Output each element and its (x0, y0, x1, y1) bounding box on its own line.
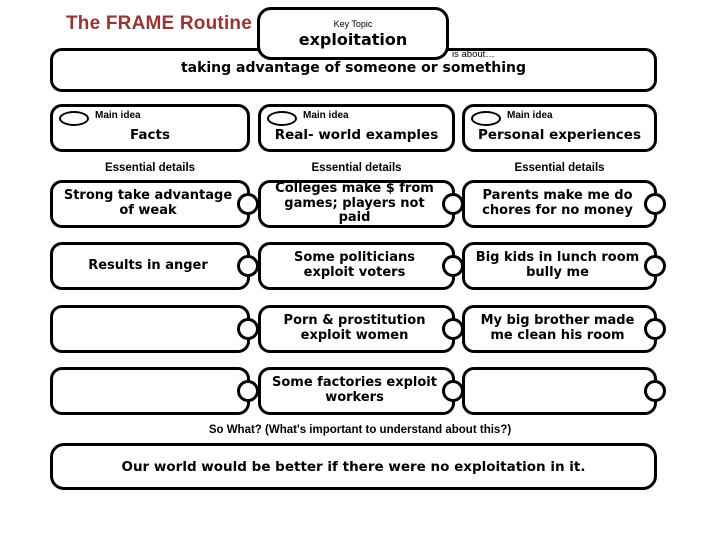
summary-text: Our world would be better if there were … (121, 458, 586, 475)
connector-circle-icon (442, 380, 464, 402)
detail-box[interactable]: Strong take advantage of weak (50, 180, 259, 228)
page-title: The FRAME Routine (66, 13, 252, 34)
detail-box[interactable]: Colleges make $ from games; players not … (258, 180, 464, 228)
detail-text: Some factories exploit workers (272, 375, 437, 405)
key-topic-label: Key Topic (333, 19, 373, 29)
key-topic-box[interactable]: Key Topic exploitation (257, 7, 449, 60)
connector-circle-icon (442, 255, 464, 277)
detail-text: Parents make me do chores for no money (482, 188, 633, 218)
main-idea-value: Real- world examples (274, 127, 439, 143)
main-idea-box-personal[interactable]: Main idea Personal experiences (462, 104, 657, 152)
connector-circle-icon (237, 380, 259, 402)
essential-details-label: Essential details (311, 162, 402, 174)
connector-circle-icon (237, 193, 259, 215)
detail-box[interactable] (50, 305, 259, 353)
detail-box[interactable]: Some politicians exploit voters (258, 242, 464, 290)
connector-circle-icon (644, 318, 666, 340)
main-idea-label: Main idea (95, 110, 141, 121)
detail-box[interactable]: Results in anger (50, 242, 259, 290)
essential-details-label: Essential details (104, 162, 196, 174)
detail-box[interactable]: Parents make me do chores for no money (462, 180, 666, 228)
essential-details-label: Essential details (514, 162, 605, 174)
detail-box[interactable]: Big kids in lunch room bully me (462, 242, 666, 290)
oval-icon (59, 111, 89, 126)
detail-text: Some politicians exploit voters (294, 250, 415, 280)
main-idea-box-facts[interactable]: Main idea Facts (50, 104, 250, 152)
detail-text: Strong take advantage of weak (63, 188, 233, 218)
oval-icon (471, 111, 501, 126)
detail-box[interactable] (462, 367, 666, 415)
detail-text: Colleges make $ from games; players not … (275, 180, 434, 226)
detail-box[interactable]: Porn & prostitution exploit women (258, 305, 464, 353)
oval-icon (267, 111, 297, 126)
main-idea-label: Main idea (507, 110, 553, 121)
connector-circle-icon (644, 193, 666, 215)
connector-circle-icon (442, 318, 464, 340)
detail-text: Porn & prostitution exploit women (283, 313, 426, 343)
main-idea-value: Facts (129, 127, 171, 143)
key-topic-value: exploitation (298, 30, 408, 49)
topic-statement-text: taking advantage of someone or something (180, 60, 527, 76)
detail-text: My big brother made me clean his room (480, 313, 635, 343)
detail-text: Big kids in lunch room bully me (475, 250, 640, 280)
main-idea-value: Personal experiences (478, 127, 641, 143)
summary-box[interactable]: Our world would be better if there were … (50, 443, 657, 490)
connector-circle-icon (237, 255, 259, 277)
detail-box[interactable]: My big brother made me clean his room (462, 305, 666, 353)
main-idea-box-real-world[interactable]: Main idea Real- world examples (258, 104, 455, 152)
connector-circle-icon (644, 255, 666, 277)
main-idea-label: Main idea (303, 110, 349, 121)
detail-box[interactable]: Some factories exploit workers (258, 367, 464, 415)
detail-text: Results in anger (88, 257, 208, 273)
so-what-label: So What? (What's important to understand… (208, 424, 512, 436)
connector-circle-icon (237, 318, 259, 340)
is-about-label: is about… (452, 49, 495, 60)
detail-box[interactable] (50, 367, 259, 415)
connector-circle-icon (442, 193, 464, 215)
connector-circle-icon (644, 380, 666, 402)
